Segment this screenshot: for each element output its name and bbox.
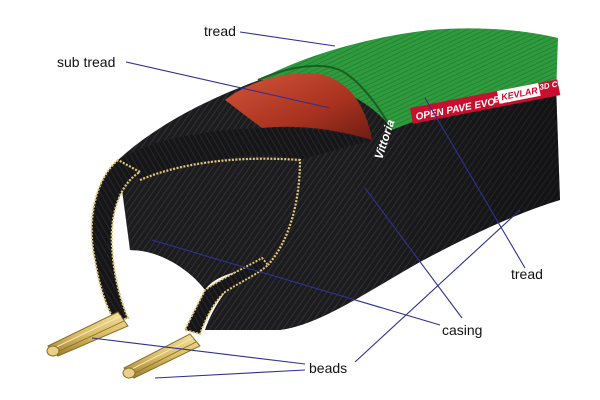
leader-tread-right [424,97,526,269]
center-casing-edge [139,157,302,266]
leader-sub-tread [125,61,331,109]
center-casing-wall [129,158,300,290]
tread-layer [258,28,558,131]
leader-casing-2 [364,187,463,319]
leader-beads-1 [91,337,306,365]
label-beads: beads [309,360,348,376]
left-bead [46,311,129,357]
kevlar-label-box [497,82,541,104]
label-tread-top: tread [204,23,236,39]
leader-casing-1 [151,239,441,326]
leader-tread-top [239,31,336,47]
leader-beads-3 [354,209,521,363]
label-sub-tread: sub tread [57,54,116,70]
label-tread-right: tread [511,266,543,282]
sub-tread-layer [225,73,372,140]
right-bead [122,333,201,379]
leader-beads-2 [154,369,306,379]
leader-lines [91,31,526,379]
tread-cut-edge [257,64,393,131]
label-casing: casing [442,322,483,338]
